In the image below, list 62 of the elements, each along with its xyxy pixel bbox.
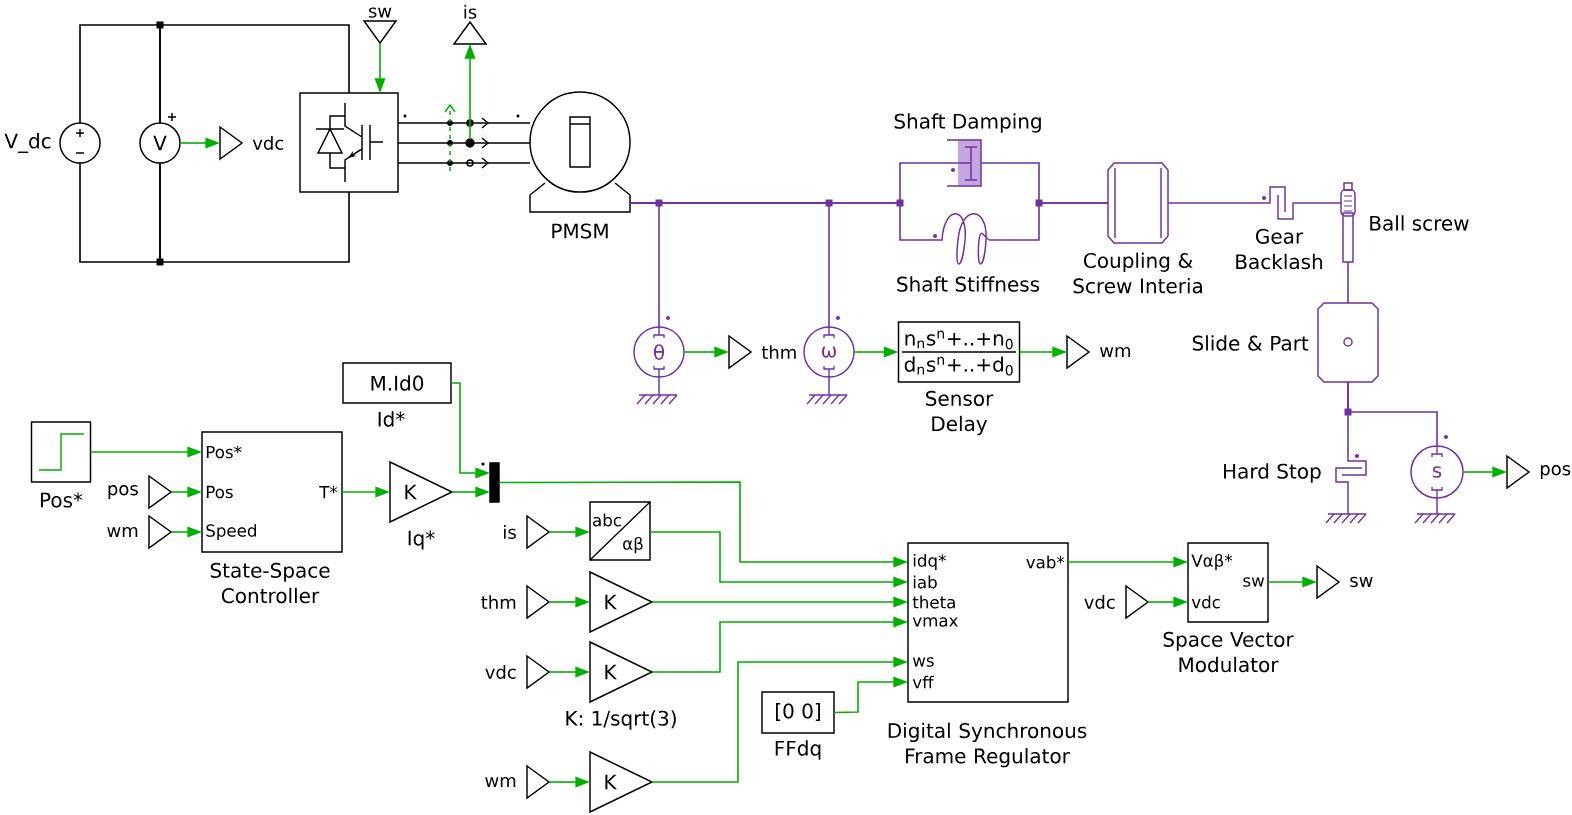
block-caption: Pos*	[40, 492, 83, 508]
voltmeter: V	[139, 112, 181, 164]
transfer-function-block: n$_{n}$s$^{n}$+..+n$_{0}$ d$_{n}$s$^{n}$+..+d$_{0}$	[897, 321, 1021, 383]
connection-line	[1167, 202, 1267, 204]
block-caption: State-Space Controller	[210, 562, 330, 604]
block-caption: Iq*	[408, 530, 435, 550]
block-caption: Ball screw	[1370, 215, 1469, 231]
block-caption: FFdq	[775, 740, 821, 760]
tag-label: wm	[107, 526, 138, 538]
block-caption: Sensor Delay	[926, 390, 994, 436]
block-caption: Gear Backlash	[1236, 228, 1323, 270]
block-caption: Id*	[378, 411, 405, 427]
inverter-block	[299, 92, 399, 193]
node-label: T*	[319, 485, 338, 499]
connection-line	[159, 24, 350, 124]
controller-block: Pos* Pos Speed T*	[201, 431, 343, 553]
source-label: V_dc	[4, 133, 51, 153]
tag-label: thm	[481, 595, 516, 609]
node-label: n$_{n}$s$^{n}$+..+n$_{0}$	[905, 330, 1013, 350]
node-label: d$_{n}$s$^{n}$+..+d$_{0}$	[904, 356, 1013, 376]
tag-label: sw	[368, 7, 392, 18]
connection-line	[999, 202, 1109, 241]
block-caption: K: 1/sqrt(3)	[566, 710, 676, 730]
connection-line	[1347, 381, 1438, 447]
tag-label: vdc	[1084, 595, 1115, 609]
block-caption: PMSM	[552, 223, 608, 239]
motion-sensor: ω	[803, 316, 855, 405]
tag-label: sw	[1350, 576, 1373, 588]
connection-line	[397, 142, 531, 144]
node-label: Speed	[206, 523, 257, 541]
node-label: Pos*	[206, 445, 242, 459]
tag-label: wm	[1100, 346, 1130, 358]
block-caption: Slide & Part	[1192, 335, 1309, 351]
constant-block: M.Id0	[342, 362, 452, 404]
modulator-block: Vαβ* vdc sw	[1187, 542, 1269, 623]
regulator-block: idq* iab theta vmax ws vff vab*	[907, 542, 1069, 703]
connection-line	[397, 162, 531, 164]
block-caption: Hard Stop	[1224, 463, 1321, 483]
tag-label: vdc	[485, 665, 516, 679]
connection-line	[159, 162, 350, 263]
block-caption: Space Vector Modulator	[1163, 631, 1294, 673]
tag-label: thm	[761, 345, 796, 359]
tag-label: is	[504, 525, 516, 539]
connection-line	[629, 202, 931, 241]
block-caption: Shaft Damping	[894, 113, 1041, 133]
motion-sensor: θ	[633, 316, 685, 405]
block-caption: Coupling & Screw Interia	[1073, 252, 1202, 294]
connection-line	[1295, 202, 1342, 204]
block-caption: Shaft Stiffness	[897, 276, 1040, 292]
transform-block: abc αβ	[589, 501, 651, 561]
connection-line	[397, 122, 531, 124]
motion-sensor: s	[1410, 435, 1464, 524]
constant-block: [0 0]	[761, 691, 835, 734]
tag-label: is	[464, 4, 477, 19]
node-label: Pos	[206, 485, 233, 499]
tag-label: pos	[108, 485, 138, 499]
connection-line	[1347, 261, 1349, 304]
block-caption: Digital Synchronous Frame Regulator	[888, 722, 1087, 768]
tag-label: wm	[485, 776, 516, 788]
tag-label: vdc	[252, 136, 284, 150]
mux-bar	[481, 462, 500, 503]
tag-label: pos	[1540, 465, 1571, 479]
